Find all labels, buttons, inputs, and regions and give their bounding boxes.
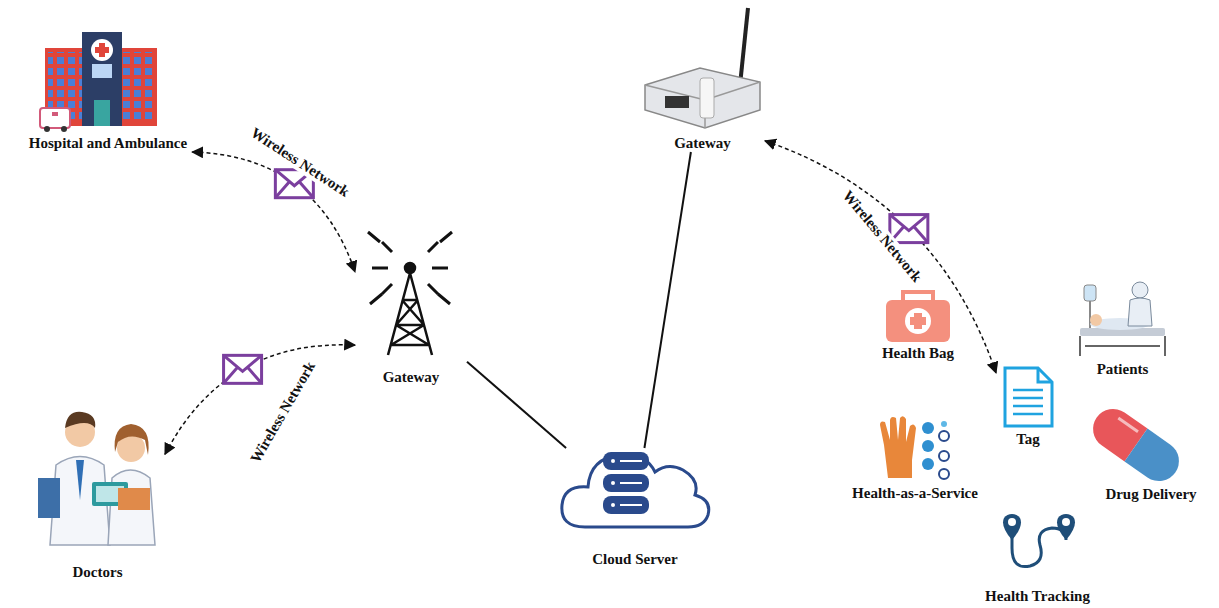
patients-icon xyxy=(1080,282,1165,356)
cloud-server-icon xyxy=(562,452,709,527)
tracking-icon xyxy=(1003,514,1075,567)
edge-label: Wireless Network xyxy=(838,185,927,286)
drug-delivery-node: Drug Delivery xyxy=(1095,412,1207,503)
pill-icon xyxy=(1085,401,1187,489)
edge-label: Wireless Network xyxy=(246,123,354,202)
hospital-node: Hospital and Ambulance xyxy=(8,28,208,152)
tag-node: Tag xyxy=(996,362,1060,448)
edge-label: Wireless Network xyxy=(246,357,320,468)
node-label: Health-as-a-Service xyxy=(835,484,995,502)
node-label: Gateway xyxy=(355,368,467,386)
doctors-icon xyxy=(38,412,155,545)
node-label: Drug Delivery xyxy=(1095,485,1207,503)
wired-link xyxy=(644,152,690,448)
gateway-node: Gateway xyxy=(640,4,765,152)
node-label: Cloud Server xyxy=(560,550,710,568)
cloud-server-node: Cloud Server xyxy=(560,448,710,568)
wireless-link xyxy=(765,141,996,373)
health-service-node: Health-as-a-Service xyxy=(835,414,995,502)
hospital-icon xyxy=(40,32,157,132)
envelope-icon xyxy=(224,355,262,383)
node-label: Hospital and Ambulance xyxy=(8,134,208,152)
wired-link xyxy=(467,362,566,448)
health-bag-node: Health Bag xyxy=(875,288,961,362)
node-label: Patients xyxy=(1075,360,1170,378)
envelope-icon xyxy=(890,215,928,243)
router-icon xyxy=(645,8,760,128)
patients-node: Patients xyxy=(1075,280,1170,378)
wireless-link xyxy=(192,152,355,272)
health-tracking-node: Health Tracking xyxy=(970,510,1105,605)
node-label: Health Tracking xyxy=(970,587,1105,605)
tower-icon xyxy=(368,232,452,355)
node-label: Doctors xyxy=(30,563,165,581)
node-label: Gateway xyxy=(640,134,765,152)
node-label: Health Bag xyxy=(875,344,961,362)
node-label: Tag xyxy=(996,430,1060,448)
gateway-node: Gateway xyxy=(355,240,467,386)
health-service-icon xyxy=(880,416,949,479)
health-bag-icon xyxy=(886,292,950,342)
doctors-node: Doctors xyxy=(30,405,165,581)
tag-icon xyxy=(1005,368,1052,426)
